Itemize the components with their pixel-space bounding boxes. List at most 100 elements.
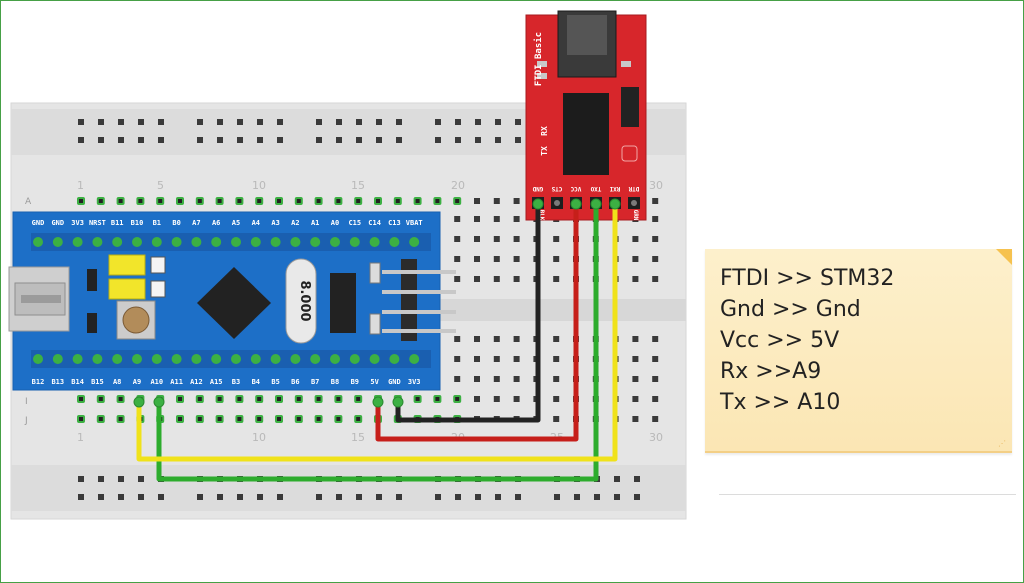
breadboard-hole	[474, 276, 480, 282]
breadboard-hole	[495, 137, 501, 143]
breadboard-hole	[257, 137, 263, 143]
breadboard-hole	[237, 137, 243, 143]
breadboard-hole	[614, 494, 620, 500]
smd-component	[369, 262, 381, 284]
breadboard-hole	[634, 494, 640, 500]
ftdi-led-label-rx: RX	[540, 126, 549, 136]
breadboard-hole	[435, 494, 441, 500]
breadboard-hole-center	[118, 397, 123, 401]
breadboard-hole	[336, 494, 342, 500]
stm32-pin-label: A4	[252, 219, 260, 227]
breadboard-hole	[513, 336, 520, 342]
stm32-pin-label: A10	[150, 378, 163, 386]
breadboard-hole	[118, 137, 124, 143]
row-letter-j: J	[24, 416, 28, 426]
breadboard-hole-center	[277, 199, 281, 203]
stm32-pin-label: C15	[348, 219, 361, 227]
stm32-pin-label: A15	[210, 378, 223, 386]
stm32-pin-label: B8	[331, 378, 339, 386]
breadboard-hole	[493, 276, 500, 282]
header-pin	[112, 237, 123, 247]
header-pin	[349, 237, 360, 247]
breadboard-rail-bottom	[11, 465, 686, 511]
crystal-label: 8.000	[297, 280, 312, 321]
ftdi-regulator	[621, 87, 639, 127]
breadboard-hole	[475, 494, 481, 500]
stm32-pin-label: A5	[232, 219, 240, 227]
ftdi-chip	[563, 93, 609, 175]
stm32-pin-label: A2	[291, 219, 299, 227]
breadboard-hole	[158, 137, 164, 143]
breadboard-hole-center	[435, 397, 440, 401]
breadboard-hole-center	[138, 199, 143, 203]
stm32-pin-label: B6	[291, 378, 299, 386]
wire-endpoint	[590, 198, 602, 210]
breadboard-hole-center	[415, 397, 420, 401]
breadboard-hole-center	[455, 199, 460, 203]
voltage-regulator	[330, 273, 356, 333]
breadboard-hole	[376, 119, 382, 125]
breadboard-hole	[493, 396, 500, 402]
breadboard-hole	[634, 476, 640, 482]
breadboard-hole-center	[356, 199, 361, 203]
stm32-pin-label: A9	[133, 378, 141, 386]
breadboard-hole	[513, 236, 520, 242]
breadboard-hole	[435, 137, 441, 143]
breadboard-hole	[513, 216, 520, 222]
breadboard-hole	[475, 119, 481, 125]
header-pin	[191, 237, 202, 247]
header-pin	[290, 237, 301, 247]
breadboard-hole-center	[336, 417, 341, 421]
breadboard-hole-center	[178, 199, 182, 203]
breadboard-hole	[118, 476, 124, 482]
stm32-pin-label: B10	[131, 219, 144, 227]
breadboard-hole-center	[336, 199, 341, 203]
breadboard-hole-center	[356, 397, 361, 401]
stm32-pin-label: 3V3	[71, 219, 84, 227]
wire-endpoint	[532, 198, 544, 210]
header-pin	[151, 354, 162, 364]
column-number-10: 10	[252, 179, 266, 192]
breadboard-hole-center	[237, 397, 242, 401]
breadboard-hole	[138, 137, 144, 143]
note-line: Rx >>A9	[720, 359, 822, 384]
stm32-pin-label: B13	[51, 378, 64, 386]
breadboard-hole	[138, 119, 144, 125]
stm32-pin-label: C14	[368, 219, 381, 227]
header-pin	[171, 354, 182, 364]
breadboard-hole	[455, 494, 461, 500]
breadboard-hole	[138, 494, 144, 500]
breadboard-hole	[474, 376, 480, 382]
header-pin	[211, 237, 222, 247]
breadboard-hole	[515, 137, 521, 143]
stm32-pin-label: VBAT	[406, 219, 423, 227]
breadboard-hole	[632, 256, 639, 262]
header-pin	[33, 354, 43, 364]
header-pin	[290, 354, 301, 364]
header-pin	[92, 354, 103, 364]
stm32-pin-label: B3	[232, 378, 240, 386]
breadboard-hole-center	[356, 417, 361, 421]
breadboard-hole	[475, 137, 481, 143]
stm32-pin-label: B11	[111, 219, 124, 227]
stm32-bottom-header-pins	[31, 350, 431, 368]
breadboard-hole	[257, 119, 263, 125]
breadboard-hole	[396, 137, 402, 143]
divider-line	[719, 494, 1016, 495]
debug-header-pin	[382, 290, 456, 294]
header-pin	[369, 354, 380, 364]
breadboard-hole	[513, 376, 520, 382]
smd-component	[87, 269, 97, 291]
breadboard-hole	[474, 336, 480, 342]
column-number-30-bottom: 30	[649, 431, 663, 444]
breadboard-hole	[118, 494, 124, 500]
breadboard-hole	[237, 119, 243, 125]
breadboard-hole	[118, 119, 124, 125]
wire-endpoint	[570, 198, 582, 210]
breadboard-hole	[78, 494, 84, 500]
breadboard-hole-center	[197, 397, 202, 401]
column-number-1: 1	[77, 179, 84, 192]
note-resize-grip-icon: ⋰	[998, 439, 1006, 448]
breadboard-hole-center	[237, 417, 242, 421]
